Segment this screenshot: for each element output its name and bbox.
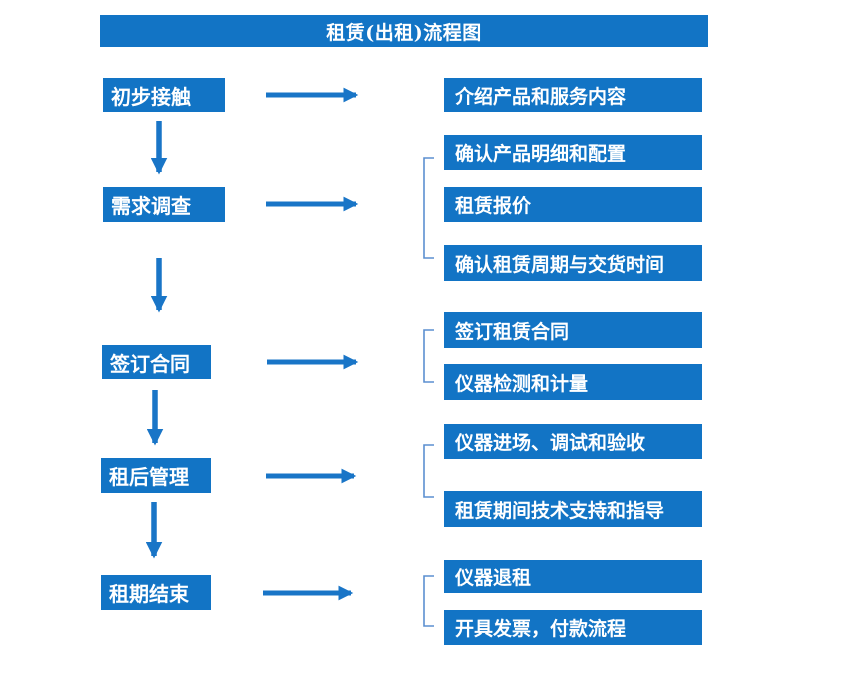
detail-box-instrument-return: 仪器退租 <box>444 560 702 593</box>
detail-box-instrument-setup-acceptance: 仪器进场、调试和验收 <box>444 424 702 459</box>
detail-box-instrument-inspection: 仪器检测和计量 <box>444 364 702 400</box>
stage-box-sign-contract: 签订合同 <box>102 345 211 379</box>
stage-box-post-rental-management: 租后管理 <box>101 458 211 493</box>
stage-box-demand-survey: 需求调查 <box>103 187 225 222</box>
stage-box-initial-contact: 初步接触 <box>103 78 225 112</box>
bracket-sign-contract-group <box>423 329 434 383</box>
detail-box-technical-support: 租赁期间技术支持和指导 <box>444 491 702 527</box>
detail-box-introduce-products: 介绍产品和服务内容 <box>444 78 702 112</box>
detail-box-invoice-payment: 开具发票，付款流程 <box>444 610 702 645</box>
detail-box-rental-quote: 租赁报价 <box>444 187 702 222</box>
diagram-title: 租赁(出租)流程图 <box>326 21 482 44</box>
bracket-rental-end-group <box>423 575 434 627</box>
bracket-demand-survey-group <box>423 157 434 259</box>
detail-box-confirm-product-details: 确认产品明细和配置 <box>444 135 702 170</box>
stage-box-rental-end: 租期结束 <box>101 575 211 610</box>
detail-box-confirm-period-delivery: 确认租赁周期与交货时间 <box>444 245 702 281</box>
detail-box-sign-rental-contract: 签订租赁合同 <box>444 312 702 348</box>
bracket-post-rental-group <box>423 444 434 498</box>
title-bar: 租赁(出租)流程图 <box>100 15 708 47</box>
